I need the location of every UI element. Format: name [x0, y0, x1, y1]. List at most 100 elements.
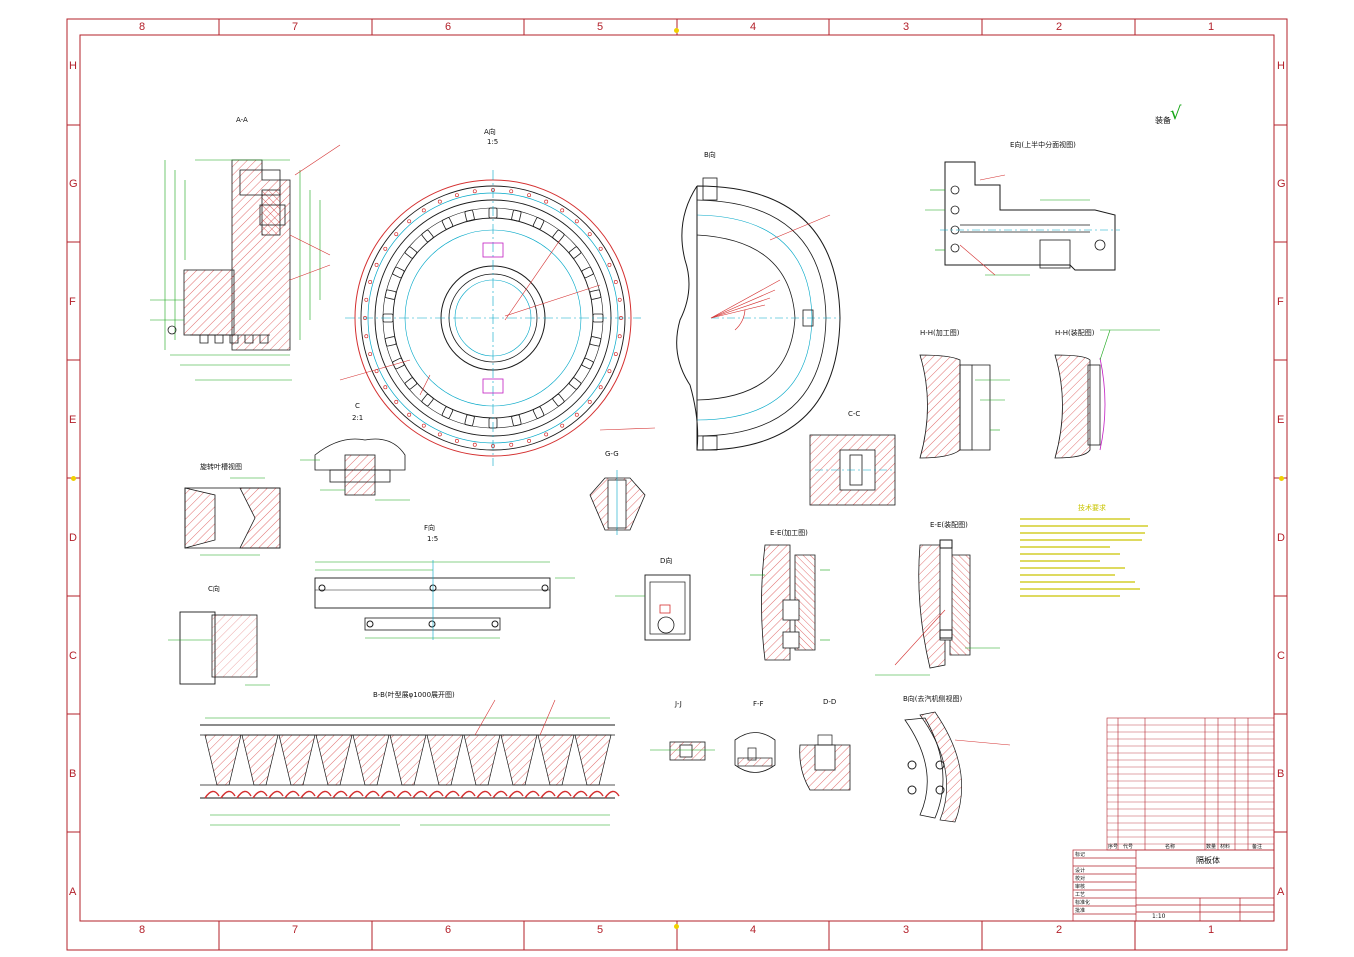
bom-header-qty: 数量 — [1206, 844, 1217, 850]
ring-bolt — [368, 352, 373, 357]
ee-assembly — [875, 539, 1000, 676]
center-mark-top — [674, 28, 679, 33]
zone-row-e-right: E — [1277, 414, 1285, 426]
zone-row-g-left: G — [69, 178, 78, 190]
label-gg: G-G — [605, 450, 619, 458]
label-tech: 技术要求 — [1078, 504, 1106, 512]
ring-bolt — [607, 369, 612, 374]
zone-col-2-bottom: 2 — [1056, 924, 1063, 936]
ring-slot — [421, 229, 434, 243]
bb-vane-channel — [389, 734, 427, 786]
bb-blade — [460, 790, 476, 799]
title-block — [1072, 849, 1275, 922]
ring-bolt — [544, 199, 549, 204]
zone-col-1-bottom: 1 — [1208, 924, 1215, 936]
ring-bolt — [454, 193, 459, 198]
e-view-top-right — [925, 161, 1120, 276]
zone-row-a-right: A — [1277, 886, 1285, 898]
ring-bolt — [574, 412, 579, 417]
bb-blade — [492, 790, 508, 799]
label-c-view: C — [355, 402, 360, 410]
label-e-view: E向(上半中分面视图) — [1010, 141, 1076, 149]
label-hh2: H-H(装配图) — [1055, 329, 1095, 337]
bb-vane-channel — [315, 734, 353, 786]
ring-bolt — [383, 385, 388, 390]
ring-bolt — [364, 334, 369, 339]
label-c-scale: 2:1 — [352, 414, 364, 422]
ring-slot — [581, 357, 594, 370]
bb-blade — [396, 790, 412, 799]
c-dir-view — [168, 611, 270, 686]
zone-col-5-top: 5 — [597, 21, 604, 33]
tb-row-approve: 批准 — [1075, 908, 1086, 914]
ring-bolt — [368, 279, 373, 284]
ring-bolt — [407, 412, 412, 417]
bb-vanes — [204, 734, 620, 799]
c-detail — [300, 438, 410, 501]
zone-row-h-left: H — [69, 60, 77, 72]
ring-bolt — [607, 262, 612, 267]
zone-col-8-top: 8 — [139, 21, 146, 33]
main-ring-view — [339, 170, 656, 466]
label-hh1: H-H(加工图) — [920, 329, 960, 337]
tb-row-check: 校对 — [1075, 876, 1086, 882]
zone-col-3-bottom: 3 — [903, 924, 910, 936]
ring-slot — [404, 377, 418, 390]
tb-row-review: 审核 — [1075, 884, 1086, 890]
bb-blade — [540, 790, 556, 799]
ring-slot — [392, 357, 405, 370]
ring-bolt — [454, 438, 459, 443]
ring-bolt — [598, 246, 603, 251]
ring-slot — [392, 266, 405, 279]
bb-vane-channel — [426, 734, 464, 786]
center-mark-left — [71, 476, 76, 481]
zone-row-f-right: F — [1277, 296, 1284, 308]
ring-bolts — [363, 188, 623, 448]
ring-slot — [568, 377, 582, 390]
label-ee1: E-E(加工图) — [770, 529, 808, 537]
ring-bolt — [394, 232, 399, 237]
label-b-view: B向 — [704, 151, 716, 159]
zone-col-3-top: 3 — [903, 21, 910, 33]
ring-bolt — [598, 385, 603, 390]
ring-bolt — [364, 297, 369, 302]
ring-bolt — [617, 297, 622, 302]
bom-header-remark: 备注 — [1252, 844, 1263, 850]
ring-bolt — [421, 208, 426, 213]
ring-bolt — [613, 279, 618, 284]
label-aa: A-A — [236, 116, 248, 124]
zone-col-4-top: 4 — [750, 21, 757, 33]
ring-slot — [552, 393, 565, 407]
ring-bolt — [374, 262, 379, 267]
b-view — [676, 177, 841, 451]
zone-col-5-bottom: 5 — [597, 924, 604, 936]
ring-bolt — [383, 246, 388, 251]
zone-row-h-right: H — [1277, 60, 1285, 72]
ring-slot — [404, 246, 418, 259]
bb-vane-channel — [500, 734, 538, 786]
ring-slot — [421, 393, 434, 407]
zone-col-8-bottom: 8 — [139, 924, 146, 936]
zone-col-1-top: 1 — [1208, 21, 1215, 33]
bb-blade — [508, 790, 524, 799]
bb-blade — [268, 790, 284, 799]
bb-blade — [252, 790, 268, 799]
ring-bolt — [527, 193, 532, 198]
bom-header-name: 名称 — [1165, 844, 1176, 850]
bb-blade — [300, 790, 316, 799]
bb-blade — [476, 790, 492, 799]
ring-slot — [532, 217, 545, 230]
label-a-view: A向 — [484, 128, 496, 136]
bb-vane-channel — [278, 734, 316, 786]
bb-vane-channel — [352, 734, 390, 786]
label-dd: D-D — [823, 698, 837, 706]
ring-bolt — [613, 352, 618, 357]
ring-bolt — [509, 189, 514, 194]
label-d-view: D向 — [660, 557, 673, 565]
bb-blade — [204, 790, 220, 799]
bb-blade — [412, 790, 428, 799]
zone-col-7-bottom: 7 — [292, 924, 299, 936]
ring-slot — [511, 414, 522, 427]
bb-blade — [236, 790, 252, 799]
